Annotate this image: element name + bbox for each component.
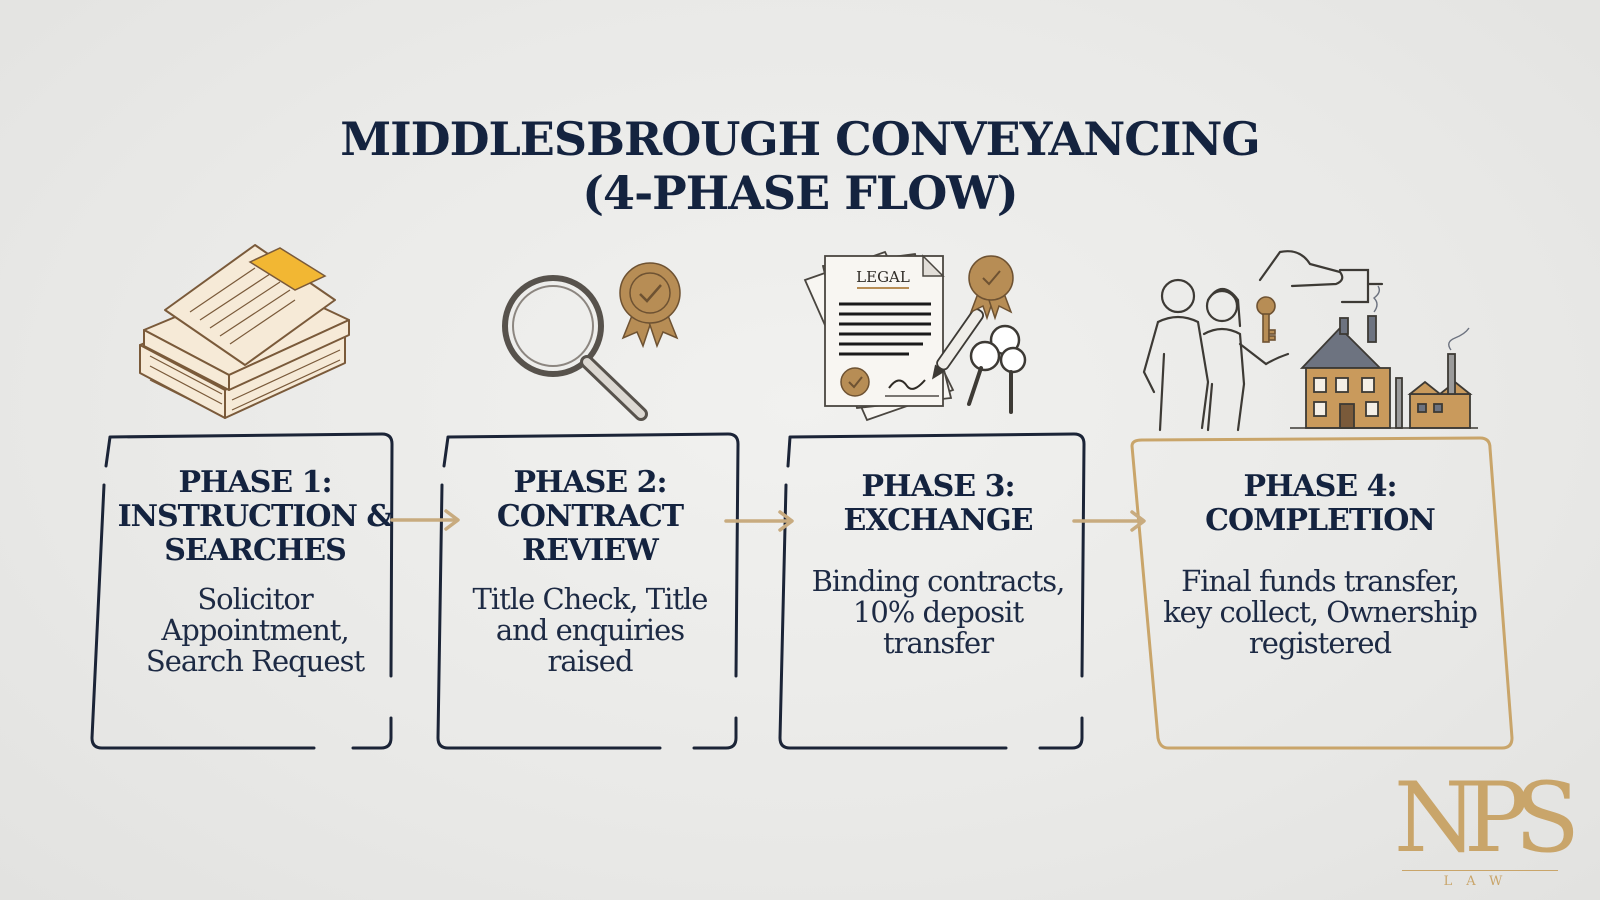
phase-3-card: PHASE 3: EXCHANGE Binding contracts, 10%…	[788, 470, 1088, 659]
title-line-2: (4-PHASE FLOW)	[582, 166, 1018, 220]
phase-1-heading-line: PHASE 1:	[178, 465, 332, 500]
title-line-1: MIDDLESBROUGH CONVEYANCING	[340, 112, 1260, 166]
phase-1-description-line: Solicitor	[197, 582, 313, 616]
phase-3-description-line: Binding contracts,	[811, 564, 1066, 598]
phase-2-description-line: and enquiries	[495, 613, 685, 647]
phase-4-description-line: Final funds transfer,	[1181, 564, 1460, 598]
legal-doc-label: LEGAL	[856, 268, 910, 286]
phase-4-card: PHASE 4: COMPLETION Final funds transfer…	[1150, 470, 1490, 659]
nps-law-logo: NPS LAW	[1390, 762, 1580, 890]
phase-2-heading: PHASE 2: CONTRACT REVIEW	[450, 466, 730, 568]
phase-3-description-line: transfer	[882, 626, 994, 660]
phase-3-heading-line: PHASE 3:	[861, 469, 1015, 504]
couple-house-key-icon	[1142, 250, 1478, 432]
phase-2-heading-line: REVIEW	[522, 533, 659, 568]
logo-mark: NPS	[1393, 762, 1580, 874]
phase-1-card: PHASE 1: INSTRUCTION & SEARCHES Solicito…	[100, 466, 410, 677]
phase-1-heading-line: SEARCHES	[164, 533, 347, 568]
phase-1-description: Solicitor Appointment, Search Request	[100, 584, 410, 677]
phase-1-heading-line: INSTRUCTION &	[117, 499, 394, 534]
phase-3-heading-line: EXCHANGE	[843, 503, 1033, 538]
phase-4-heading-line: PHASE 4:	[1243, 469, 1397, 504]
logo-subtitle: LAW	[1443, 874, 1517, 889]
phase-4-heading-line: COMPLETION	[1205, 503, 1436, 538]
phase-2-card: PHASE 2: CONTRACT REVIEW Title Check, Ti…	[450, 466, 730, 677]
document-stack-icon	[139, 244, 350, 419]
phase-2-description-line: raised	[547, 644, 633, 678]
phase-1-description-line: Appointment,	[161, 613, 349, 647]
phase-2-description-line: Title Check, Title	[472, 582, 709, 616]
page-title: MIDDLESBROUGH CONVEYANCING (4-PHASE FLOW…	[200, 112, 1400, 220]
phase-3-description: Binding contracts, 10% deposit transfer	[788, 566, 1088, 659]
magnifier-seal-icon	[502, 262, 681, 421]
phase-1-description-line: Search Request	[145, 644, 365, 678]
phase-4-description-line: registered	[1248, 626, 1392, 660]
phase-2-heading-line: PHASE 2:	[513, 465, 667, 500]
legal-documents-icon: LEGAL	[803, 250, 1027, 422]
logo-divider	[1402, 870, 1558, 871]
phase-3-heading: PHASE 3: EXCHANGE	[788, 470, 1088, 538]
phase-4-description: Final funds transfer, key collect, Owner…	[1150, 566, 1490, 659]
phase-1-heading: PHASE 1: INSTRUCTION & SEARCHES	[100, 466, 410, 568]
phase-4-heading: PHASE 4: COMPLETION	[1150, 470, 1490, 538]
phase-4-description-line: key collect, Ownership	[1163, 595, 1478, 629]
phase-2-description: Title Check, Title and enquiries raised	[450, 584, 730, 677]
phase-3-description-line: 10% deposit	[852, 595, 1024, 629]
phase-2-heading-line: CONTRACT	[496, 499, 684, 534]
